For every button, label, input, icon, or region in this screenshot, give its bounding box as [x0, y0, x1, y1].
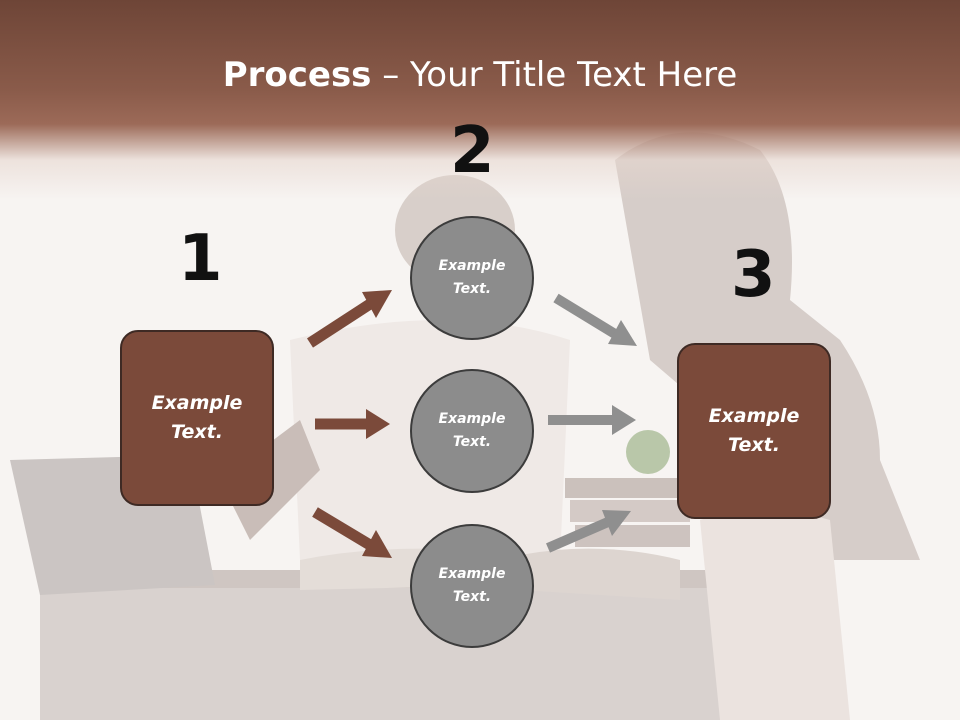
left-process-box[interactable]: Example Text.	[120, 330, 274, 506]
circle-top-line1: Example	[438, 258, 506, 274]
circle-middle-line1: Example	[438, 411, 506, 427]
circle-top[interactable]: Example Text.	[410, 216, 534, 340]
circle-top-line2: Text.	[452, 281, 492, 297]
step-number-1: 1	[178, 222, 223, 296]
arrow-top-to-right	[553, 293, 637, 346]
left-box-line1: Example	[151, 392, 243, 414]
right-process-box[interactable]: Example Text.	[677, 343, 831, 519]
arrow-left-to-middle	[315, 409, 390, 439]
left-box-line2: Text.	[171, 421, 223, 443]
header-band	[0, 0, 960, 200]
circle-middle[interactable]: Example Text.	[410, 369, 534, 493]
circle-bottom-line2: Text.	[452, 589, 492, 605]
page-title: Process – Your Title Text Here	[0, 52, 960, 98]
arrow-middle-to-right	[548, 405, 636, 435]
right-box-line1: Example	[708, 405, 800, 427]
circle-middle-line2: Text.	[452, 434, 492, 450]
step-number-2: 2	[450, 114, 495, 188]
circle-bottom[interactable]: Example Text.	[410, 524, 534, 648]
title-rest: – Your Title Text Here	[371, 55, 738, 95]
title-bold: Process	[222, 55, 372, 95]
step-number-3: 3	[731, 238, 776, 312]
arrow-left-to-top	[307, 290, 392, 348]
circle-bottom-line1: Example	[438, 566, 506, 582]
arrow-left-to-bottom	[312, 507, 392, 558]
right-box-line2: Text.	[728, 434, 780, 456]
arrow-bottom-to-right	[546, 510, 631, 553]
